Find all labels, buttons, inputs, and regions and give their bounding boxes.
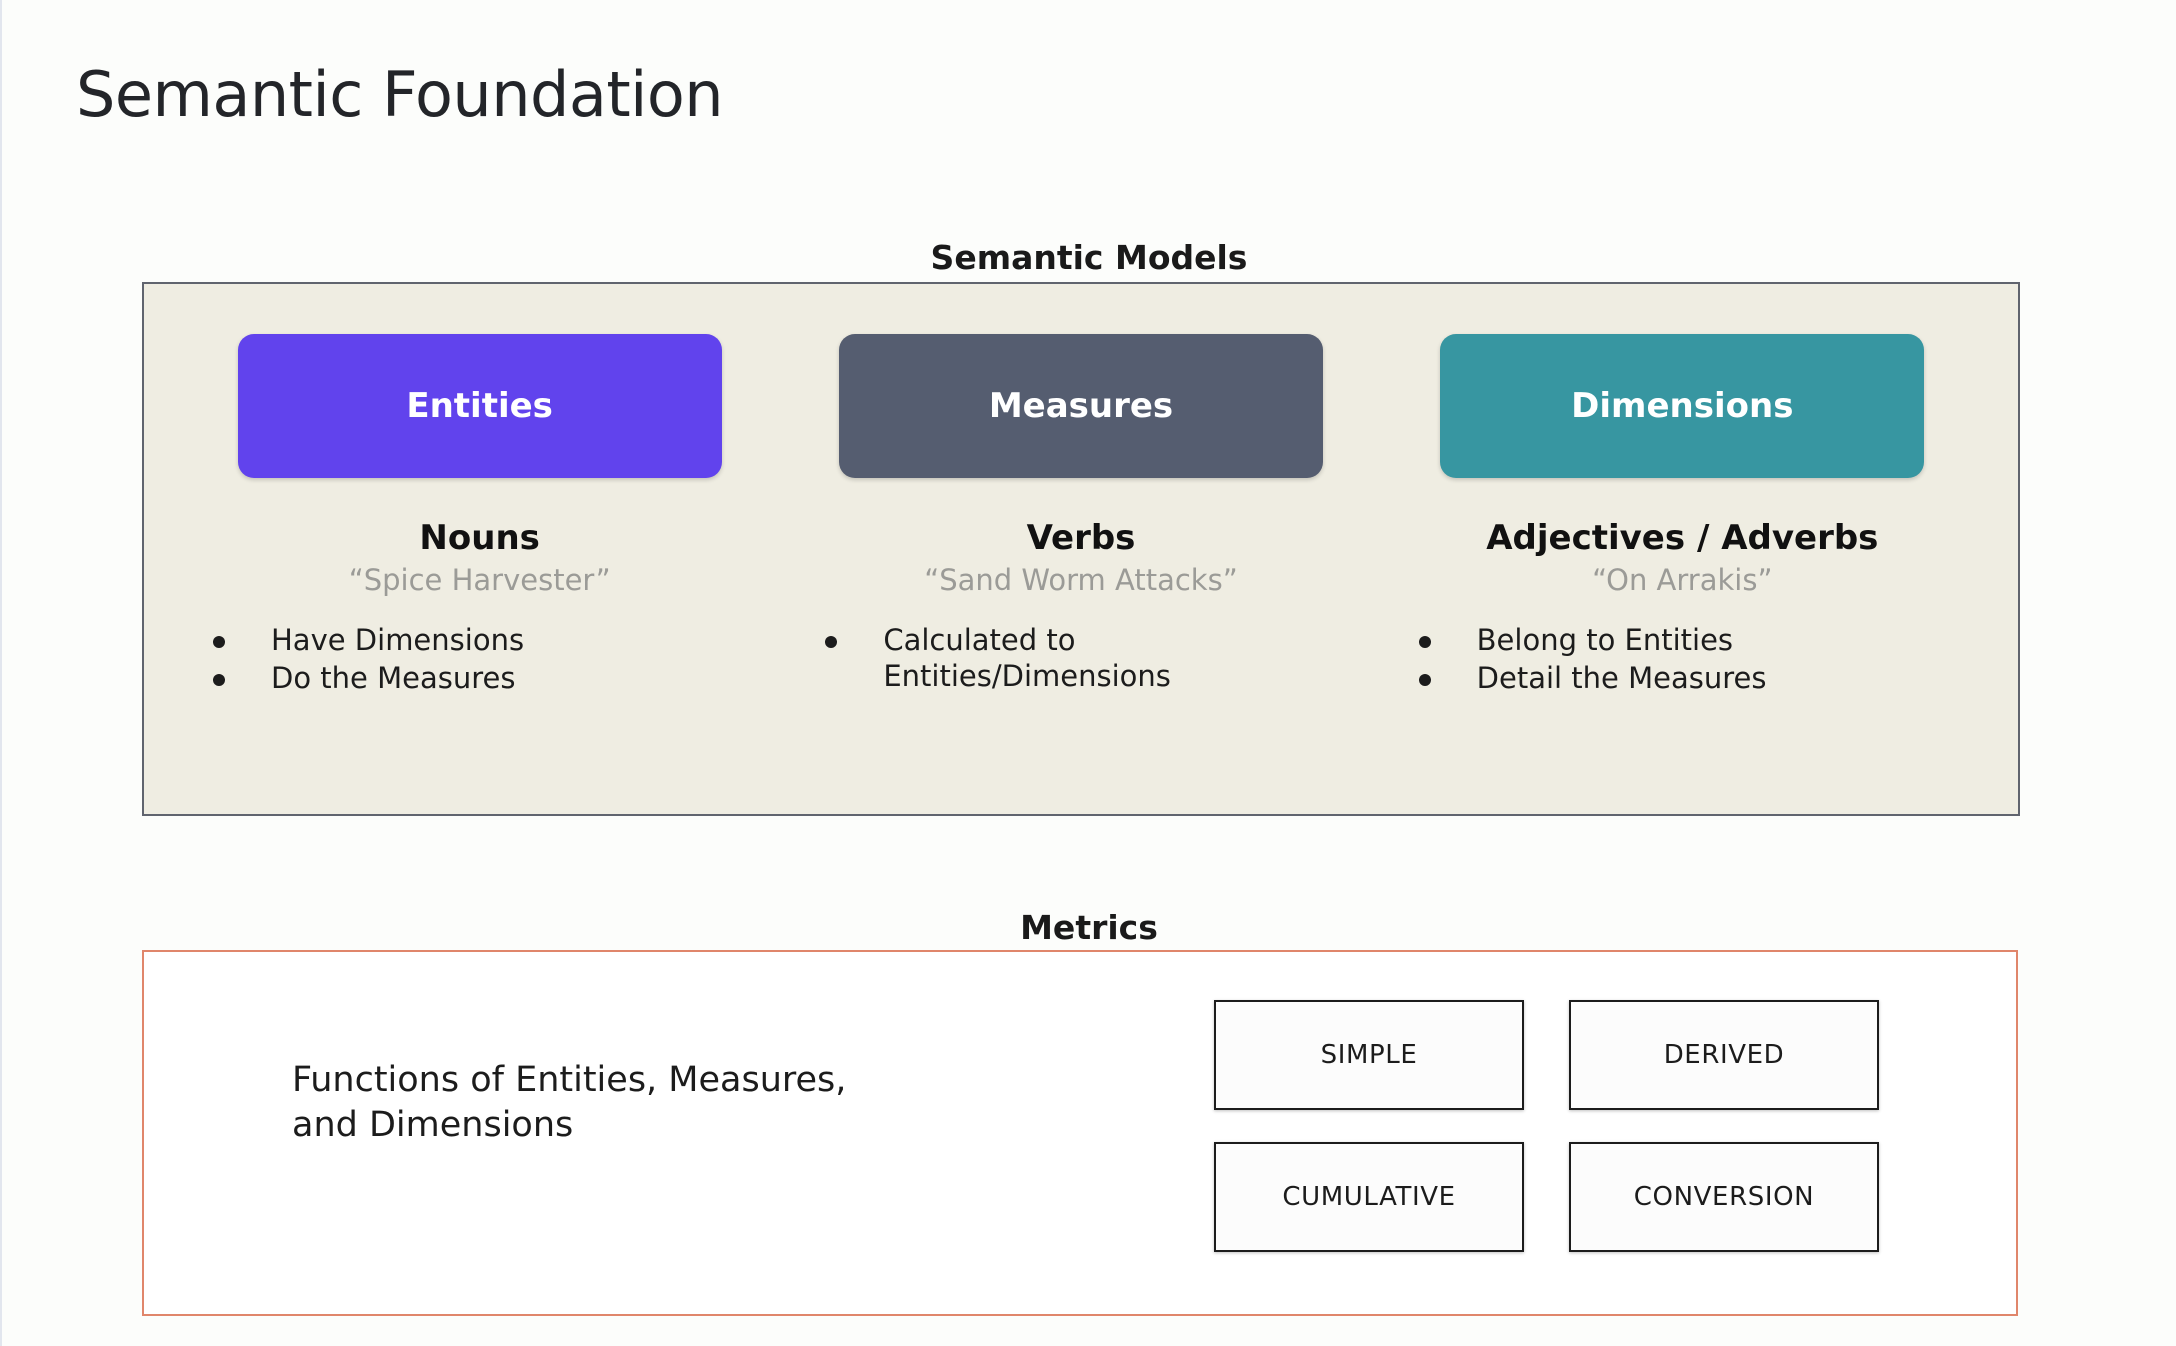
chip-dimensions[interactable]: Dimensions: [1440, 334, 1925, 478]
semantic-models-panel: Entities Nouns “Spice Harvester” Have Di…: [142, 282, 2020, 816]
semantic-models-heading: Semantic Models: [930, 238, 1248, 277]
bullet-dot-icon: [1418, 636, 1431, 649]
metric-type-simple[interactable]: SIMPLE: [1214, 1000, 1524, 1110]
example-dimensions: “On Arrakis”: [1592, 563, 1773, 598]
bullet-list-measures: Calculated to Entities/Dimensions: [769, 623, 1392, 696]
bullet-label: Belong to Entities: [1476, 623, 1734, 658]
metric-type-conversion[interactable]: CONVERSION: [1569, 1142, 1879, 1252]
semantic-models-grid: Entities Nouns “Spice Harvester” Have Di…: [144, 284, 2018, 814]
model-column-dimensions: Dimensions Adjectives / Adverbs “On Arra…: [1399, 334, 1966, 814]
example-entities: “Spice Harvester”: [348, 563, 611, 598]
list-item: Have Dimensions: [213, 623, 524, 658]
bullet-list-dimensions: Belong to Entities Detail the Measures: [1379, 623, 1986, 698]
chip-measures[interactable]: Measures: [838, 334, 1323, 478]
bullet-label: Do the Measures: [271, 660, 516, 695]
bullet-label: Have Dimensions: [271, 623, 525, 658]
metrics-description: Functions of Entities, Measures, and Dim…: [292, 1060, 847, 1145]
bullet-dot-icon: [1418, 673, 1431, 686]
model-column-measures: Measures Verbs “Sand Worm Attacks” Calcu…: [797, 334, 1364, 814]
list-item: Do the Measures: [213, 661, 515, 696]
list-item: Calculated to Entities/Dimensions: [825, 623, 1171, 694]
part-of-speech-measures: Verbs: [1026, 518, 1136, 558]
page-title: Semantic Foundation: [76, 58, 724, 131]
metrics-panel: Functions of Entities, Measures, and Dim…: [142, 950, 2018, 1316]
model-column-entities: Entities Nouns “Spice Harvester” Have Di…: [196, 334, 763, 814]
chip-entities[interactable]: Entities: [237, 334, 722, 478]
list-item: Detail the Measures: [1418, 660, 1767, 696]
list-item: Belong to Entities: [1418, 623, 1734, 658]
part-of-speech-dimensions: Adjectives / Adverbs: [1486, 518, 1879, 558]
metric-type-cumulative[interactable]: CUMULATIVE: [1214, 1142, 1524, 1252]
metrics-heading: Metrics: [1020, 908, 1158, 947]
bullet-dot-icon: [213, 673, 225, 686]
bullet-label: Calculated to Entities/Dimensions: [883, 623, 1171, 693]
bullet-list-entities: Have Dimensions Do the Measures: [179, 623, 780, 698]
bullet-dot-icon: [825, 636, 838, 649]
part-of-speech-entities: Nouns: [419, 518, 540, 558]
metrics-type-grid: SIMPLE DERIVED CUMULATIVE CONVERSION: [1214, 1000, 1879, 1252]
metric-type-derived[interactable]: DERIVED: [1569, 1000, 1879, 1110]
bullet-dot-icon: [213, 636, 225, 649]
bullet-label: Detail the Measures: [1476, 660, 1767, 695]
example-measures: “Sand Worm Attacks”: [924, 563, 1238, 598]
